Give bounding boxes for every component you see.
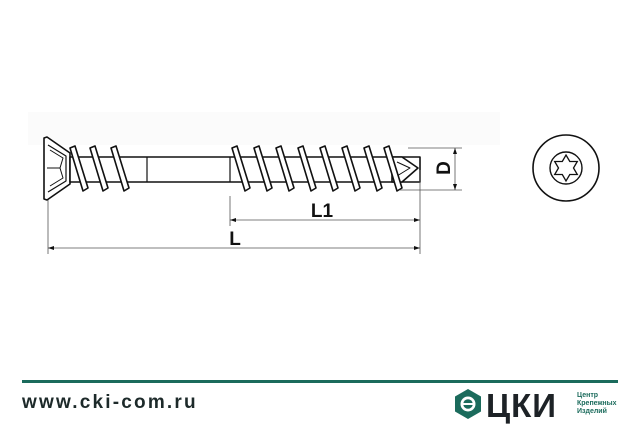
logo-wordmark: ЦКИ (486, 387, 557, 424)
thread-crest (363, 145, 383, 192)
screw-threads (69, 145, 403, 192)
screw-head (43, 136, 71, 201)
website-link[interactable]: www.cki-com.ru (22, 392, 198, 413)
logo-subtitle-line: Центр (577, 392, 599, 399)
background-band (28, 112, 500, 145)
hexagon-logo-icon (455, 389, 481, 419)
thread-crest (69, 145, 89, 192)
thread-crest (275, 145, 295, 192)
logo-subtitle: Центр Крепежных Изделий (577, 392, 617, 416)
diameter-label: D (434, 161, 455, 175)
logo-subtitle-line: Крепежных (577, 400, 617, 407)
length-label: L (229, 229, 241, 250)
company-logo: ЦКИ Центр Крепежных Изделий (454, 387, 624, 424)
thread-crest (297, 145, 317, 192)
thread-crest (231, 145, 251, 192)
footer-divider (22, 380, 618, 383)
thread-crest (383, 145, 403, 192)
thread-crest (89, 145, 109, 192)
thread-crest (341, 145, 361, 192)
torx-drive-icon (532, 134, 600, 202)
thread-crest (319, 145, 339, 192)
thread-length-label: L1 (311, 201, 334, 222)
logo-subtitle-line: Изделий (577, 408, 607, 415)
thread-crest (110, 145, 130, 192)
thread-crest (253, 145, 273, 192)
dimension-arrows (48, 148, 457, 250)
